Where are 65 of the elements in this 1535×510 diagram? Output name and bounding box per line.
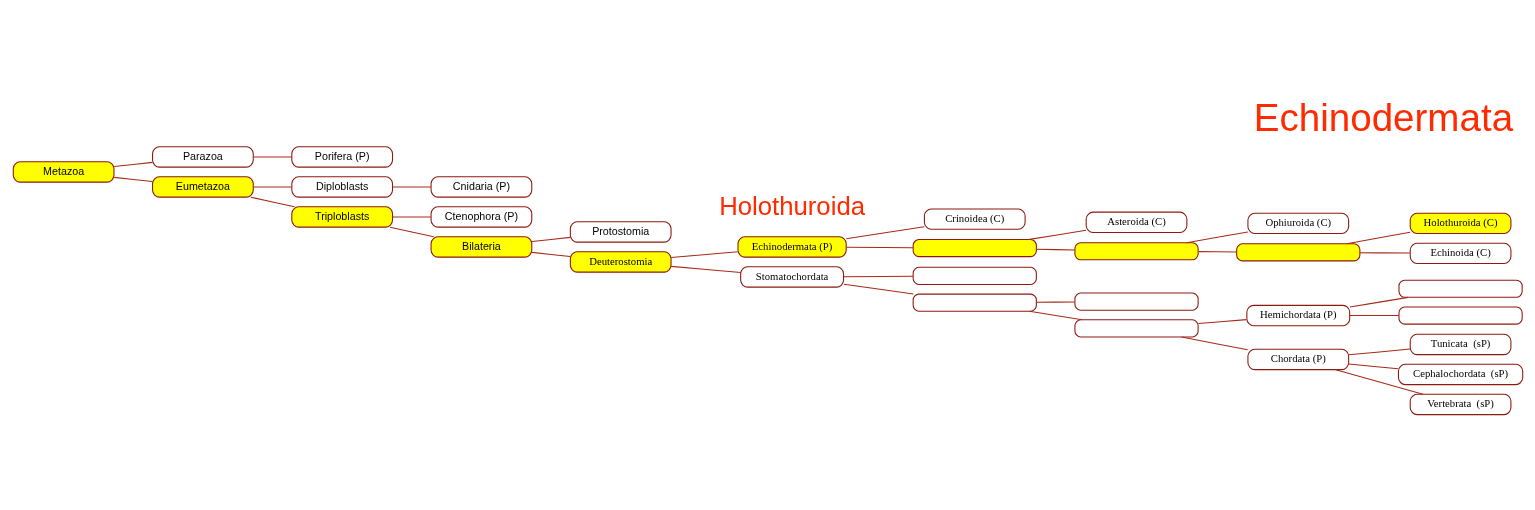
node-box: Metazoa — [12, 161, 115, 183]
connector — [249, 196, 295, 208]
node-box: Echinoida (C) — [1409, 242, 1511, 265]
connector — [1334, 369, 1424, 395]
connector — [1028, 229, 1087, 240]
node-box: Ctenophora (P) — [430, 206, 532, 228]
label: Holothuroida — [718, 192, 865, 221]
node-box — [1397, 279, 1523, 298]
connector — [1347, 348, 1411, 356]
node-box: Protostomia — [569, 221, 672, 243]
connector — [252, 186, 292, 188]
connector — [1028, 310, 1083, 321]
connector — [845, 246, 913, 249]
connector — [1349, 315, 1399, 317]
diagram-title: Echinodermata — [1253, 95, 1513, 139]
connector — [1345, 231, 1411, 245]
connector — [113, 176, 153, 183]
node-box: Triploblasts — [290, 206, 393, 228]
connector — [1358, 252, 1410, 254]
node-box: Echinodermata (P) — [736, 236, 847, 258]
node-box: Deuterostomia — [569, 251, 672, 273]
node-box: Parazoa — [151, 146, 254, 168]
node-box: Stomatochordata — [739, 266, 844, 288]
node-box — [1073, 319, 1199, 338]
node-box: Porifera (P) — [290, 146, 393, 168]
node-box: Bilateria — [430, 236, 532, 258]
connector — [1185, 231, 1248, 244]
node-box: Chordata (P) — [1246, 348, 1349, 371]
node-box: Eumetazoa — [151, 176, 254, 198]
connector — [1197, 251, 1237, 253]
node-box: Cnidaria (P) — [430, 176, 532, 198]
node-box — [912, 293, 1037, 312]
connector — [1347, 363, 1399, 370]
node-box — [912, 266, 1037, 285]
connector — [670, 251, 738, 259]
node-box — [1073, 292, 1199, 311]
node-box: Tunicata (sP) — [1409, 333, 1511, 356]
node-box — [1235, 243, 1360, 262]
connector — [842, 283, 914, 295]
connector — [1035, 248, 1075, 251]
node-box: Holothuroida (C) — [1409, 212, 1511, 235]
connector — [389, 226, 434, 238]
node-box: Ophiuroida (C) — [1246, 212, 1349, 235]
connector — [252, 156, 292, 158]
connector — [1035, 301, 1075, 303]
node-box — [1073, 242, 1199, 261]
connector — [845, 226, 925, 240]
node-box — [912, 238, 1037, 258]
node-box: Vertebrata (sP) — [1409, 393, 1511, 416]
connector — [1197, 319, 1247, 325]
connector — [530, 251, 571, 258]
connector — [670, 265, 741, 274]
connector — [391, 186, 431, 188]
connector — [530, 236, 571, 243]
node-box — [1397, 306, 1523, 325]
node-box: Crinoidea (C) — [923, 208, 1026, 230]
connector — [113, 161, 153, 168]
node-box: Cephalochordata (sP) — [1397, 363, 1523, 386]
node-box: Hemichordata (P) — [1245, 304, 1350, 327]
connector — [1180, 336, 1248, 351]
connector — [391, 216, 431, 218]
node-box: Diploblasts — [290, 176, 393, 198]
connector — [842, 275, 914, 278]
connector — [1349, 296, 1409, 308]
node-box: Asteroida (C) — [1085, 211, 1187, 234]
